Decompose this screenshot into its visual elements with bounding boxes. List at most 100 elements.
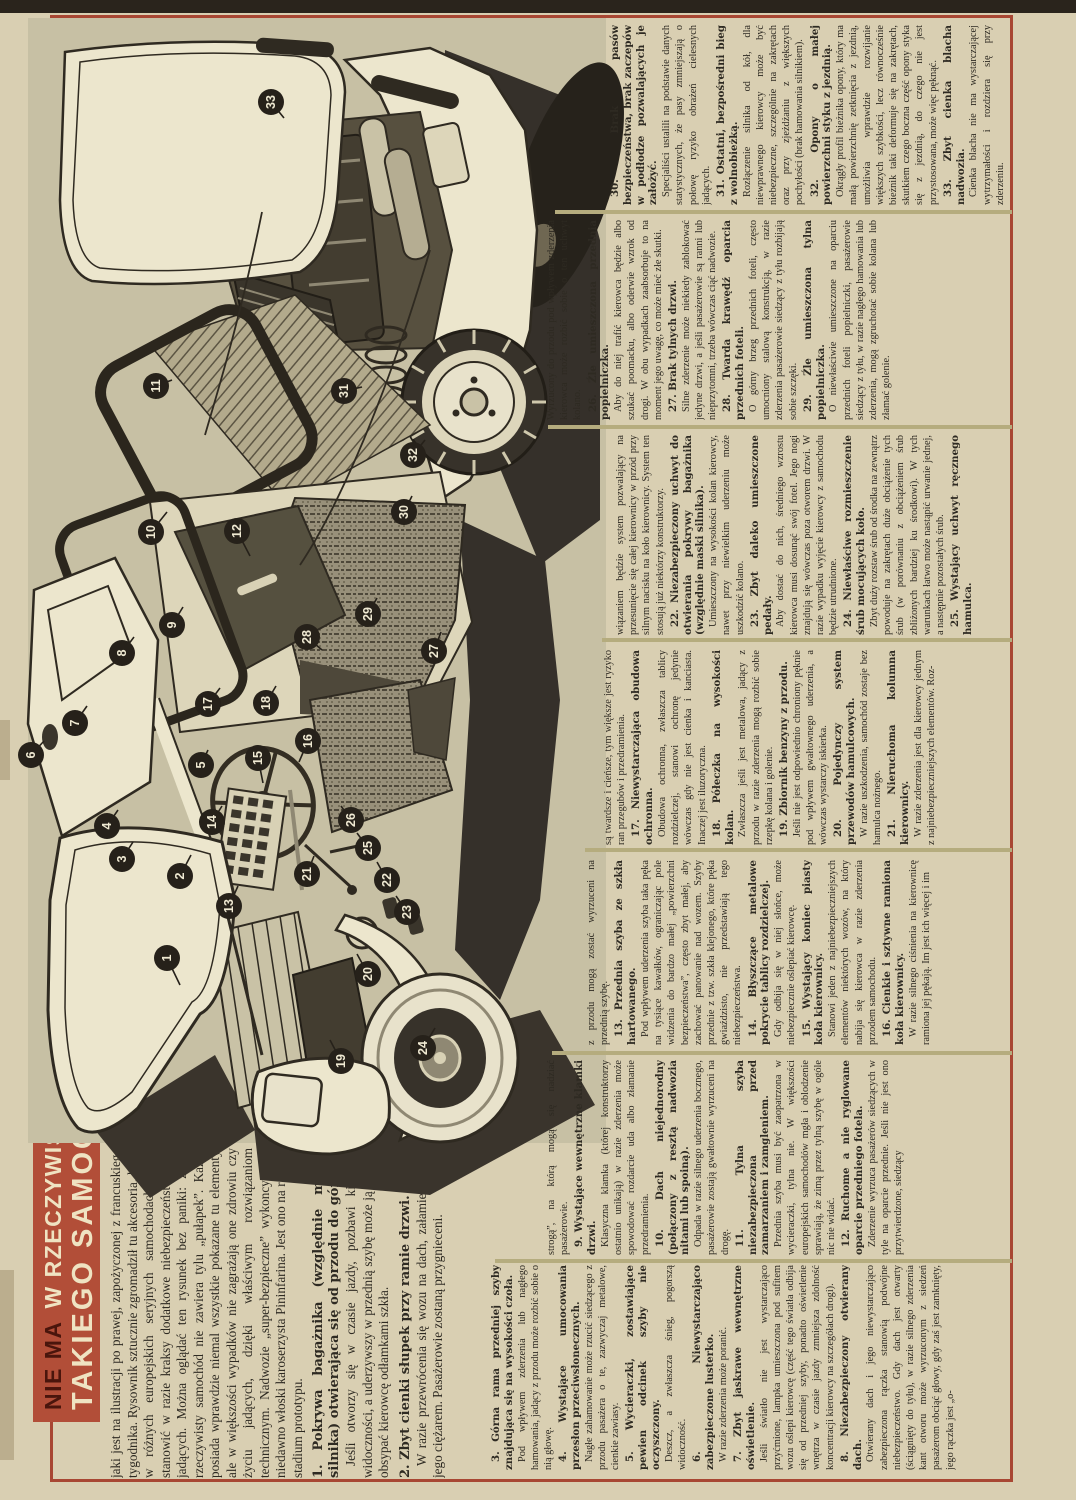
callout-number-10: 10 [144,525,158,539]
item-heading: 23. Zbyt daleko umieszczone pedały. [748,435,774,635]
text-column-5: wiązaniem będzie system pozwalający na p… [614,435,1012,635]
callout-number-7: 7 [68,719,82,726]
item-body: Odpada w razie silnego uderzenia boczneg… [693,1060,731,1255]
item-body: Pod wpływem uderzenia szyba taka pęka na… [640,860,744,1045]
callout-circle-1 [154,945,180,971]
item-body: W razie uszkodzenia, samochód zostaje be… [859,650,884,845]
item-heading: 12. Ruchome a nie ryglowane oparcie prze… [840,1060,866,1255]
item-heading: 6. Niewystarczająco zabezpieczone luster… [691,1265,716,1470]
item-heading: 7. Zbyt jaskrawe wewnętrzne oświetlenie. [732,1265,757,1470]
callout-circle-30 [391,499,417,525]
callout-number-32: 32 [406,448,420,462]
item-heading: 4. Wystające umocowania przesłon przeciw… [557,1265,582,1470]
item-body: W razie zderzenia może poranić. [717,1326,729,1462]
item-body: O niewłaściwie umieszczone na oparciu pr… [828,220,893,420]
a-pillar [145,697,215,855]
column-lead: Wyrzucony do przodu pod wpływem zderzeni… [546,220,584,420]
item-heading: 15. Wystający koniec piasty koła kierown… [800,860,826,1045]
column-separator-rule [555,210,1012,214]
item-heading: 29. Źle umieszczona tylna popielniczka. [801,220,827,420]
text-column-3: z przodu mogą zostać wyrzuceni na przedn… [585,860,1012,1045]
callout-number-24: 24 [416,1041,430,1055]
callout-number-11: 11 [149,379,163,392]
license-plate [261,1072,323,1128]
item-heading: 32. Opony o małej powierzchni styku z je… [808,25,834,205]
callout-number-4: 4 [100,822,114,829]
column-lead: są twardsze i cieńsze, tym większe jest … [603,650,628,845]
callout-number-30: 30 [397,505,411,519]
callout-number-28: 28 [300,630,314,644]
item-heading: 16. Cienkie i sztywne ramiona koła kiero… [881,860,906,1045]
roof-inner-line [72,52,332,272]
rear-wheel [400,328,548,476]
item-body: Zwłaszcza jeśli jest metalowa, jadący z … [737,650,775,845]
callout-number-13: 13 [222,899,236,913]
text-column-2: strogą”, na którą mogą się nadziać pasaż… [545,1060,1012,1255]
callout-circle-16 [295,728,321,754]
callout-number-23: 23 [400,905,414,919]
callout-circle-17 [195,691,221,717]
callout-number-12: 12 [230,524,244,538]
callout-circle-2 [167,863,193,889]
callout-circle-25 [355,835,381,861]
item-body: Przednia szyba musi być zaopatrzona w wy… [773,1060,838,1255]
item-heading: 10. Dach niejednorodny (połączony z resz… [653,1060,692,1255]
item-heading: 33. Zbyt cienka blacha nadwozia. [941,25,967,205]
column-separator-rule [495,1259,1012,1263]
callout-circle-33 [258,89,284,115]
callout-circle-3 [109,846,135,872]
text-column-4: są twardsze i cieńsze, tym większe jest … [602,650,1012,845]
callout-circle-28 [294,624,320,650]
item-body: Cienka blacha nie ma wystarczającej wytr… [968,25,1006,205]
item-heading: 18. Półeczka na wysokości kolan. [710,650,736,845]
text-column-1: 3. Górna rama przedniej szyby znajdująca… [488,1265,1012,1470]
seat-handle [237,573,278,596]
callout-number-8: 8 [115,649,129,656]
car-roof-panel [58,40,347,286]
item-body: Klasyczna klamka (której konstruktorzy o… [600,1060,651,1255]
callout-circle-24 [410,1035,436,1061]
item-heading: 17. Niewystarczająca obudowa ochronna. [630,650,656,845]
item-heading: 30. Brak pasów bezpieczeństwa, brak zacz… [609,25,660,205]
callout-number-18: 18 [259,696,273,710]
callout-number-25: 25 [361,841,375,855]
callout-circle-11 [143,373,169,399]
item-heading: 11. Tylna szyba niezabezpieczona przed z… [733,1060,772,1255]
trunk-lid [46,826,237,1134]
column-separator-rule [602,638,1012,642]
engine-detail [308,278,370,287]
item-heading: 14. Błyszczące metalowe pokrycie tablicy… [746,860,772,1045]
callout-circle-13 [216,893,242,919]
exhaust-pipe [383,147,431,261]
gear-lever [303,843,354,890]
item-body: Aby do niej trafić kierowca będzie albo … [613,220,664,420]
item-body: Obudowa ochronna, zwłaszcza tablicy rozd… [657,650,708,845]
roof-gutter-rail [256,37,334,58]
callout-circle-4 [94,813,120,839]
item-body: Jeśli światło nie jest wystarczająco prz… [758,1265,836,1470]
roof-gutter-rail [371,75,459,109]
callout-number-21: 21 [300,867,314,881]
item-body: Jeśli nie jest odpowiednio chroniony pęk… [791,650,830,845]
column-lead: wiązaniem będzie system pozwalający na p… [615,435,666,635]
callout-circle-26 [338,807,364,833]
callout-circle-7 [62,710,88,736]
item-heading: 5. Wycieraczki, zostawiające pewien odci… [624,1265,662,1470]
item-heading: 31. Ostatni, bezpośredni bieg z wolnobie… [715,25,740,205]
callout-circle-23 [394,899,420,925]
callout-number-14: 14 [205,815,219,829]
callout-circle-10 [138,519,164,545]
armrest [407,677,456,761]
callout-number-31: 31 [337,384,351,398]
callout-circle-9 [159,612,185,638]
item-heading: 13. Przednia szyba ze szkła hartowanego. [613,860,639,1045]
callout-number-26: 26 [344,813,358,827]
callout-circle-20 [355,961,381,987]
item-body: Zderzenie wyrzuca pasażerów siedzących w… [866,1060,905,1255]
column-lead: z przodu mogą zostać wyrzuceni na przedn… [586,860,611,1045]
item-body: Gdy odbija się w niej słońce, może niebe… [773,860,798,1045]
callout-circle-19 [328,1048,354,1074]
item-body: Zbyt duży rozstaw śrub od środka na zewn… [869,435,947,635]
item-heading: 9. Wystające wewnętrzne klamki drzwi. [573,1060,599,1255]
item-heading: 28. Twarda krawędź oparcia przednich fot… [721,220,747,420]
